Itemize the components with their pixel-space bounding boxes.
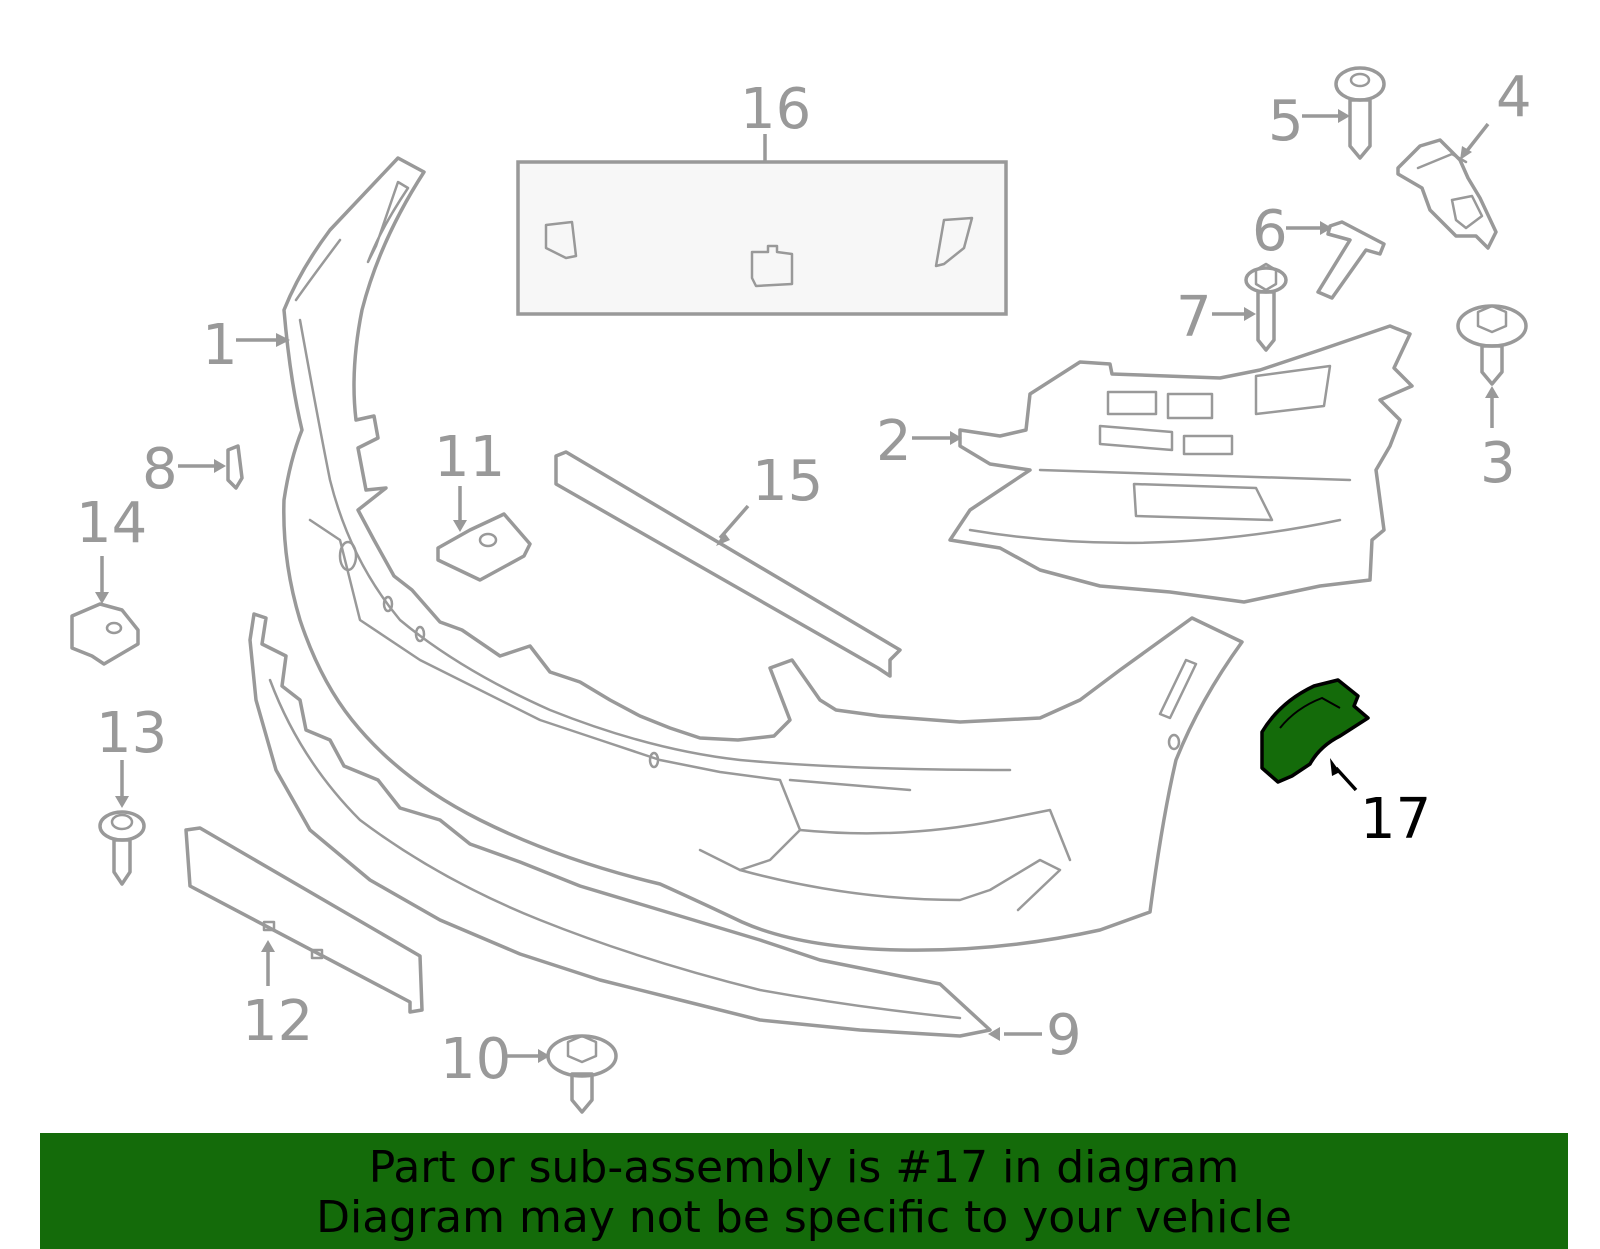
part-8-clip — [226, 444, 244, 490]
part-14-nut-clip — [70, 602, 140, 666]
info-banner: Part or sub-assembly is #17 in diagram D… — [40, 1133, 1568, 1249]
callout-7: 7 — [1176, 285, 1212, 350]
part-11-bracket — [436, 512, 532, 582]
callout-2: 2 — [876, 409, 912, 474]
part-13-screw — [98, 810, 146, 886]
callout-16: 16 — [740, 77, 811, 142]
part-12-reinforcement — [184, 826, 424, 1014]
callout-8: 8 — [142, 437, 178, 502]
callout-3: 3 — [1480, 431, 1516, 496]
part-4-bracket — [1396, 138, 1498, 250]
banner-background — [40, 1133, 1568, 1249]
part-3-bolt — [1456, 304, 1528, 386]
banner-line-2: Diagram may not be specific to your vehi… — [316, 1192, 1292, 1243]
part-10-bolt — [546, 1034, 618, 1114]
part-5-screw — [1334, 66, 1386, 160]
callout-15: 15 — [752, 449, 823, 514]
callout-17: 17 — [1360, 787, 1431, 852]
banner-line-1: Part or sub-assembly is #17 in diagram — [368, 1142, 1240, 1193]
part-7-bolt — [1244, 262, 1288, 352]
part-16-clip-kit — [516, 134, 1008, 316]
callout-12: 12 — [242, 989, 313, 1054]
part-17-highlighted — [1260, 678, 1370, 784]
part-6-clip — [1316, 220, 1386, 300]
callout-6: 6 — [1252, 199, 1288, 264]
callout-9: 9 — [1046, 1003, 1082, 1068]
part-15-strip — [554, 450, 902, 678]
callout-14: 14 — [76, 491, 147, 556]
callout-10: 10 — [440, 1027, 511, 1092]
callout-5: 5 — [1268, 89, 1304, 154]
callout-4: 4 — [1496, 65, 1532, 130]
part-1-bumper-cover — [282, 156, 1244, 952]
part-9-lower-trim — [248, 612, 992, 1038]
callout-13: 13 — [96, 701, 167, 766]
part-2-carrier — [948, 324, 1414, 604]
callout-1: 1 — [202, 313, 238, 378]
callout-11: 11 — [434, 425, 505, 490]
